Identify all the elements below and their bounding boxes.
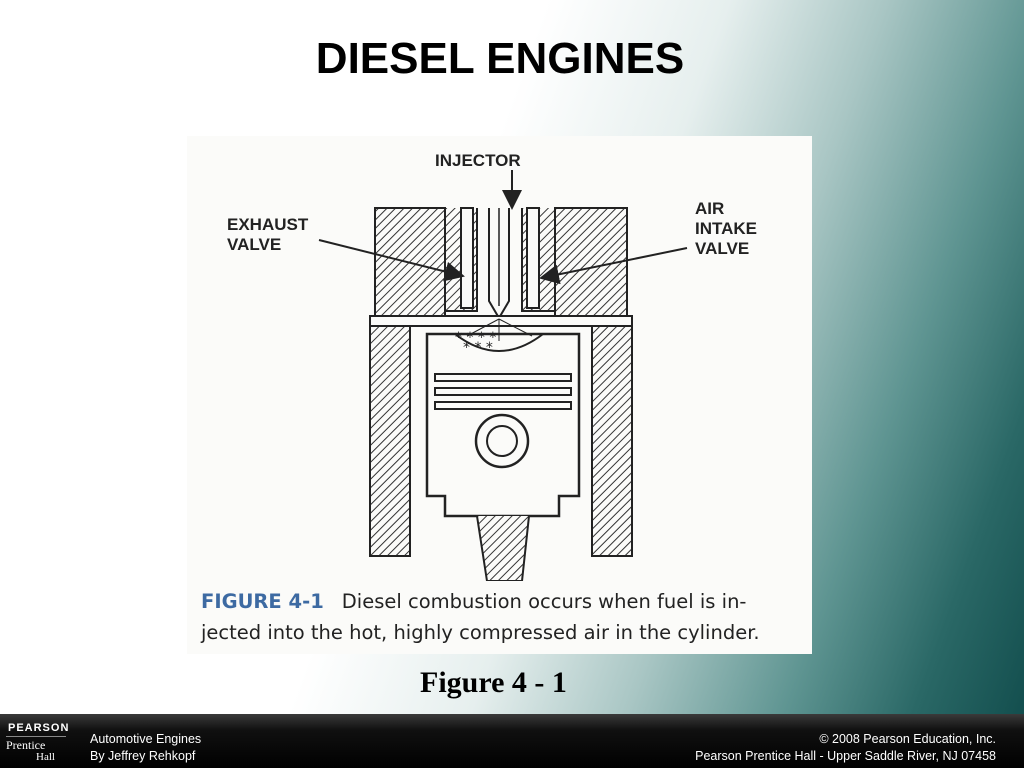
footer-right: © 2008 Pearson Education, Inc. Pearson P… xyxy=(695,731,996,765)
footer-author: By Jeffrey Rehkopf xyxy=(90,749,196,763)
logo-text-pearson: PEARSON xyxy=(8,722,70,734)
footer-copyright: © 2008 Pearson Education, Inc. xyxy=(819,732,996,746)
exhaust-label-line2: VALVE xyxy=(227,235,281,254)
footer-left: Automotive Engines By Jeffrey Rehkopf xyxy=(90,731,201,765)
figure-caption-line1: Diesel combustion occurs when fuel is in… xyxy=(341,590,747,613)
slide-title: DIESEL ENGINES xyxy=(315,34,685,83)
footer-publisher: Pearson Prentice Hall - Upper Saddle Riv… xyxy=(695,749,996,763)
svg-text:* * *: * * * xyxy=(463,340,493,356)
pearson-prentice-hall-logo: PEARSON Prentice Hall xyxy=(0,720,70,766)
injector-label: INJECTOR xyxy=(435,151,521,170)
logo-divider xyxy=(6,736,66,737)
air-label-line1: AIR xyxy=(695,199,724,218)
figure-image: * * * * * * * INJECTOR EXHAUST VALVE AIR… xyxy=(187,136,812,654)
figure-caption-line2: jected into the hot, highly compressed a… xyxy=(201,621,760,644)
figure-label: Figure 4 - 1 xyxy=(420,666,567,699)
footer-course-title: Automotive Engines xyxy=(90,732,202,746)
logo-text-prentice: Prentice xyxy=(6,738,46,752)
figure-caption: FIGURE 4-1 Diesel combustion occurs when … xyxy=(201,586,801,648)
air-label-line3: VALVE xyxy=(695,239,749,258)
logo-text-hall: Hall xyxy=(36,751,55,763)
air-label-line2: INTAKE xyxy=(695,219,757,238)
exhaust-label-line1: EXHAUST xyxy=(227,215,309,234)
slide-footer: PEARSON Prentice Hall Automotive Engines… xyxy=(0,714,1024,768)
svg-text:* * * *: * * * * xyxy=(455,330,496,346)
figure-caption-number: FIGURE 4-1 xyxy=(201,590,324,613)
engine-diagram: * * * * * * * INJECTOR EXHAUST VALVE AIR… xyxy=(227,151,757,581)
